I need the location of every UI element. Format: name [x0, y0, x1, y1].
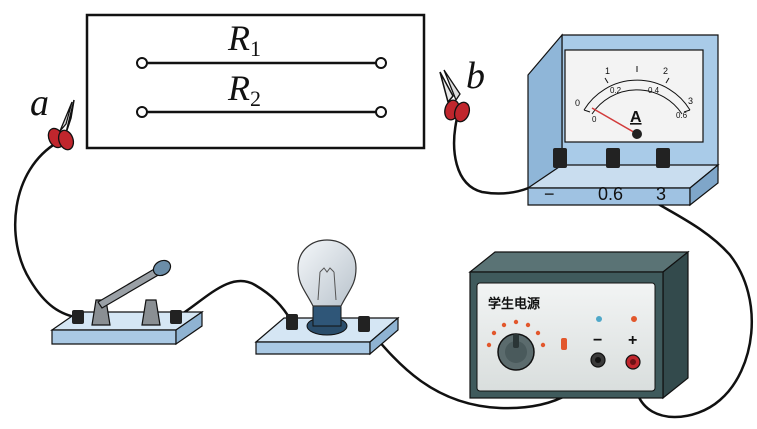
ammeter-terminal-3[interactable]	[656, 148, 670, 168]
ammeter-terminal-label-3: 3	[656, 184, 666, 204]
knife-switch[interactable]	[50, 257, 204, 346]
clip-b-label: b	[466, 55, 485, 97]
student-power-supply: 学生电源 − +	[468, 250, 690, 400]
power-indicator	[561, 338, 567, 350]
switch-right-terminal[interactable]	[170, 310, 182, 324]
power-supply-title: 学生电源	[488, 296, 540, 311]
switch-handle[interactable]	[151, 257, 174, 278]
ammeter-terminal-label-minus: −	[544, 184, 555, 204]
bulb-right-terminal[interactable]	[358, 316, 370, 332]
ammeter-needle	[591, 107, 638, 135]
bulb-left-terminal[interactable]	[286, 314, 298, 330]
voltage-knob-scale	[486, 319, 546, 348]
r1-symbol: R	[227, 18, 250, 58]
r2-left-terminal[interactable]	[136, 106, 148, 118]
r1-left-terminal[interactable]	[136, 57, 148, 69]
bulb-glass	[297, 239, 357, 307]
ammeter-dial	[564, 49, 704, 143]
alligator-clip-b[interactable]: b	[439, 55, 485, 124]
wire-switch-to-bulb[interactable]	[174, 279, 294, 324]
ammeter-pivot	[632, 129, 642, 139]
r2-right-terminal[interactable]	[375, 106, 387, 118]
r1-label: R1	[227, 18, 261, 61]
resistor-board-frame	[85, 13, 426, 150]
ammeter-terminal-label-0-6: 0.6	[598, 184, 623, 204]
switch-left-terminal[interactable]	[72, 310, 84, 324]
r1-subscript: 1	[250, 36, 261, 61]
ammeter-terminal-0-6[interactable]	[606, 148, 620, 168]
clip-a-label: a	[30, 82, 49, 124]
ammeter-inner-tick-0: 0	[592, 115, 597, 124]
power-supply-plus-label: +	[628, 332, 637, 349]
ammeter-outer-tick-3: 3	[688, 96, 693, 106]
resistor-r2: R2	[136, 68, 387, 118]
alligator-clip-a[interactable]: a	[30, 82, 76, 152]
wire-clip-a-to-switch[interactable]	[14, 140, 82, 320]
power-supply-minus-label: −	[593, 332, 602, 349]
ammeter: 0 1 2 3 0 0.2 0.4 0.6 A − 0.6 3	[526, 33, 720, 207]
r2-label: R2	[227, 68, 261, 111]
ammeter-inner-tick-1: 0.2	[610, 86, 622, 95]
r1-right-terminal[interactable]	[375, 57, 387, 69]
ammeter-outer-tick-0: 0	[575, 98, 580, 108]
r2-symbol: R	[227, 68, 250, 108]
resistor-board: R1 R2	[85, 13, 426, 150]
light-bulb	[254, 239, 400, 356]
r2-subscript: 2	[250, 86, 261, 111]
dc-indicator-left	[596, 316, 602, 322]
ammeter-unit-label: A	[630, 109, 642, 126]
ammeter-inner-tick-3: 0.6	[676, 111, 688, 120]
dc-indicator-right	[631, 316, 637, 322]
resistor-r1: R1	[136, 18, 387, 69]
ammeter-outer-tick-2: 2	[663, 66, 668, 76]
bulb-filament	[317, 267, 337, 301]
ammeter-outer-tick-1: 1	[605, 66, 610, 76]
ammeter-inner-tick-2: 0.4	[648, 86, 660, 95]
ammeter-scale	[583, 66, 691, 115]
ammeter-terminal-minus[interactable]	[553, 148, 567, 168]
